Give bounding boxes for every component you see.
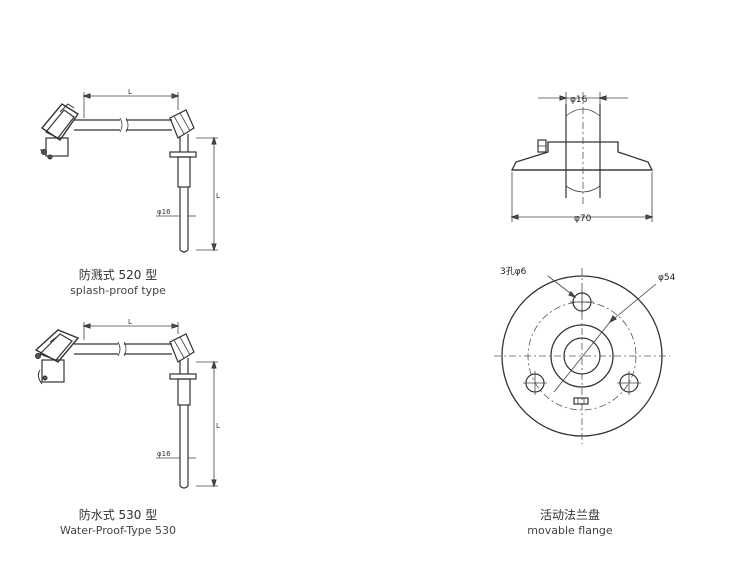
splash-proof-thermocouple-drawing: L L φ16 [40, 88, 220, 253]
junction-head [40, 103, 79, 160]
vertical-probe [169, 134, 197, 253]
horizontal-tube [74, 117, 172, 133]
junction-head [34, 329, 80, 385]
bolt-hole [523, 371, 547, 395]
length-label: L [128, 88, 132, 96]
bolt-holes-label: 3孔φ6 [500, 266, 527, 277]
flange-side-view [510, 92, 654, 222]
elbow-joint [169, 333, 195, 363]
dimension-lines [82, 322, 218, 488]
water-proof-caption-cn: 防水式 530 型 [78, 508, 158, 522]
flange-diameter-16-label: φ16 [570, 95, 588, 105]
splash-proof-caption-cn: 防溅式 520 型 [78, 268, 158, 282]
diameter-label: φ16 [157, 450, 171, 458]
movable-flange-caption: 活动法兰盘 movable flange [460, 507, 680, 538]
splash-proof-caption: 防溅式 520 型 splash-proof type [8, 267, 228, 298]
flange-top-view [494, 268, 670, 444]
vertical-probe [169, 358, 197, 489]
water-proof-caption: 防水式 530 型 Water-Proof-Type 530 [8, 507, 228, 538]
water-proof-thermocouple-drawing: L L φ16 [34, 318, 220, 489]
bolt-hole [617, 371, 641, 395]
flange-diameter-70-label: φ70 [574, 214, 592, 224]
water-proof-caption-en: Water-Proof-Type 530 [60, 524, 176, 537]
horizontal-tube [74, 341, 172, 357]
diameter-label: φ16 [157, 208, 171, 216]
movable-flange-caption-en: movable flange [527, 524, 613, 537]
length-label: L [216, 192, 220, 200]
dimension-lines [82, 92, 218, 252]
flange-pitch-54-label: φ54 [658, 273, 676, 283]
length-label: L [216, 422, 220, 430]
movable-flange-caption-cn: 活动法兰盘 [539, 508, 600, 522]
bolt-hole [570, 290, 594, 314]
splash-proof-caption-en: splash-proof type [70, 284, 166, 297]
elbow-joint [169, 109, 195, 139]
length-label: L [128, 318, 132, 326]
